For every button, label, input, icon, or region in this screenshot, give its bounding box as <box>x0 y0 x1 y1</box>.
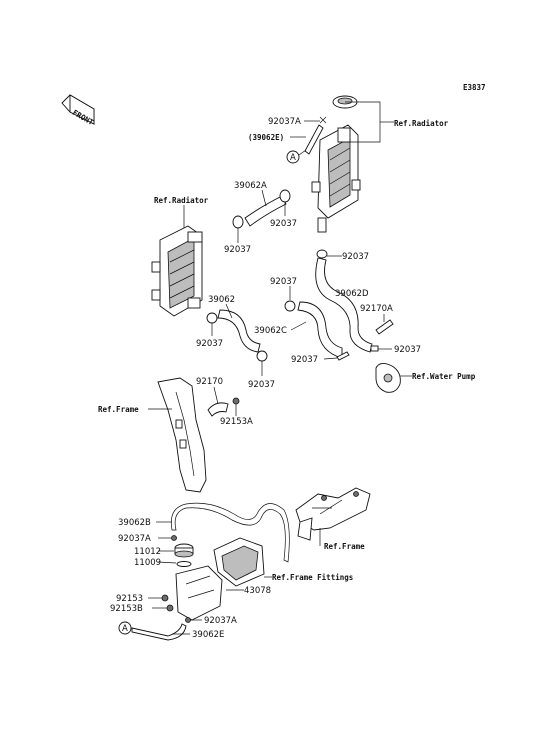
callout-a-upper: A <box>290 153 296 163</box>
label-39062b: 39062B <box>118 518 151 528</box>
ref-radiator-right: Ref.Radiator <box>394 119 449 128</box>
reservoir-tank <box>175 537 265 621</box>
label-39062a: 39062A <box>234 181 267 191</box>
label-43078: 43078 <box>244 586 271 596</box>
frame-right <box>295 487 371 541</box>
label-39062d: 39062D <box>335 289 369 299</box>
cap-gasket <box>176 561 192 567</box>
right-radiator <box>311 95 361 233</box>
label-11009: 11009 <box>134 558 161 568</box>
front-arrow-icon: FRONT <box>61 94 95 127</box>
hose-39062a <box>244 195 287 227</box>
diagram-code: E3837 <box>463 83 486 92</box>
label-92170a: 92170A <box>360 304 393 314</box>
overflow-tube-bottom <box>131 623 187 641</box>
label-92037-f: 92037 <box>394 345 421 355</box>
label-92037-h: 92037 <box>248 380 275 390</box>
water-pump <box>375 363 401 393</box>
hose-39062b <box>170 502 290 563</box>
reservoir-cap <box>174 543 194 558</box>
label-92153: 92153 <box>116 594 143 604</box>
label-11012: 11012 <box>134 547 161 557</box>
clamp-92037-5 <box>206 312 218 324</box>
hose-39062c <box>297 301 343 359</box>
clamp-92037-4 <box>284 300 296 312</box>
overflow-tube-top <box>304 124 324 155</box>
label-92037-g: 92037 <box>196 339 223 349</box>
ref-frame-right: Ref.Frame <box>324 542 365 551</box>
clip-92037a-bot <box>185 617 191 623</box>
sleeve-92170a <box>375 319 394 335</box>
label-39062c: 39062C <box>254 326 287 336</box>
label-39062e-paren: (39062E) <box>248 133 284 142</box>
label-92153a: 92153A <box>220 417 253 427</box>
clamp-92037-2 <box>279 189 291 203</box>
clip-92037-small-1 <box>336 351 350 361</box>
label-92037a-bot: 92037A <box>204 616 237 626</box>
label-92153b: 92153B <box>110 604 143 614</box>
label-92037-e: 92037 <box>291 355 318 365</box>
ref-water-pump: Ref.Water Pump <box>412 372 476 381</box>
label-39062e: 39062E <box>192 630 224 640</box>
clamp-92037-6 <box>256 350 268 362</box>
bolt-92153 <box>161 594 169 602</box>
callout-a-lower: A <box>122 624 128 634</box>
clip-92037a-mid <box>171 535 177 541</box>
ref-frame-fittings: Ref.Frame Fittings <box>272 573 353 582</box>
clip-92037-small-2 <box>370 345 379 352</box>
clamp-92037-1 <box>232 215 244 229</box>
ref-frame-left: Ref.Frame <box>98 405 139 414</box>
hose-39062d <box>315 257 373 353</box>
ref-radiator-left: Ref.Radiator <box>154 196 209 205</box>
label-92037a-top: 92037A <box>268 117 301 127</box>
left-radiator <box>151 225 203 317</box>
label-92037-a: 92037 <box>224 245 251 255</box>
label-92037-b: 92037 <box>270 219 297 229</box>
label-92037-c: 92037 <box>342 252 369 262</box>
label-39062: 39062 <box>208 295 235 305</box>
hose-39062 <box>217 309 261 353</box>
clamp-92037-3 <box>316 249 328 259</box>
clip-92037a-top <box>319 116 327 124</box>
bracket-92170 <box>207 397 240 417</box>
label-92037-d: 92037 <box>270 277 297 287</box>
label-92170: 92170 <box>196 377 223 387</box>
bolt-92153b <box>166 604 174 612</box>
label-92037a-mid: 92037A <box>118 534 151 544</box>
frame-left <box>157 377 207 493</box>
